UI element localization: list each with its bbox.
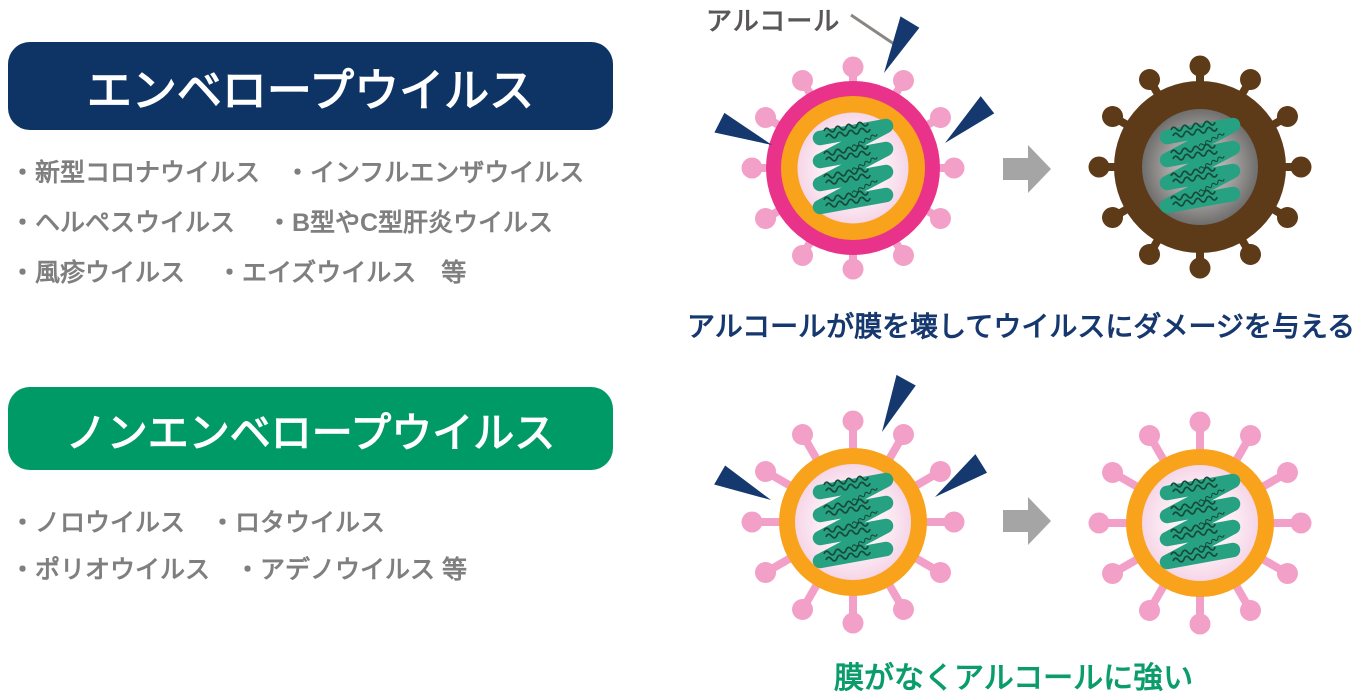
envelope-header: エンベロープウイルス: [8, 42, 613, 130]
virus-list-line: ・ポリオウイルス ・アデノウイルス 等: [10, 556, 467, 584]
envelope-virus-list: ・新型コロナウイルス ・インフルエンザウイルス ・ヘルペスウイルス ・B型やC型…: [10, 148, 584, 298]
virus-nonenveloped-before: [742, 411, 965, 634]
non-envelope-caption: 膜がなくアルコールに強い: [834, 662, 1194, 695]
alcohol-wedge-icon: [871, 16, 920, 77]
alcohol-pointer-line: [850, 13, 898, 48]
virus-list-line: ・新型コロナウイルス ・インフルエンザウイルス: [10, 159, 585, 187]
envelope-caption: アルコールが膜を壊してウイルスにダメージを与える: [687, 311, 1356, 342]
virus-list-line: ・風疹ウイルス ・エイズウイルス 等: [10, 259, 467, 287]
arrow-right-icon: [1003, 497, 1051, 545]
alcohol-label: アルコール: [706, 6, 841, 36]
virus-nonenveloped-after: [1089, 412, 1312, 635]
non-envelope-virus-list: ・ノロウイルス ・ロタウイルス ・ポリオウイルス ・アデノウイルス 等: [10, 500, 467, 594]
arrow-right-icon: [1003, 145, 1051, 193]
virus-enveloped-damaged: [1089, 56, 1312, 279]
virus-enveloped-intact: [742, 57, 965, 280]
non-envelope-header: ノンエンベロープウイルス: [8, 387, 613, 470]
non-envelope-title: ノンエンベロープウイルス: [65, 409, 556, 456]
virus-list-line: ・ノロウイルス ・ロタウイルス: [10, 509, 386, 537]
virus-list-line: ・ヘルペスウイルス ・B型やC型肝炎ウイルス: [10, 209, 554, 237]
envelope-title: エンベロープウイルス: [86, 64, 535, 116]
